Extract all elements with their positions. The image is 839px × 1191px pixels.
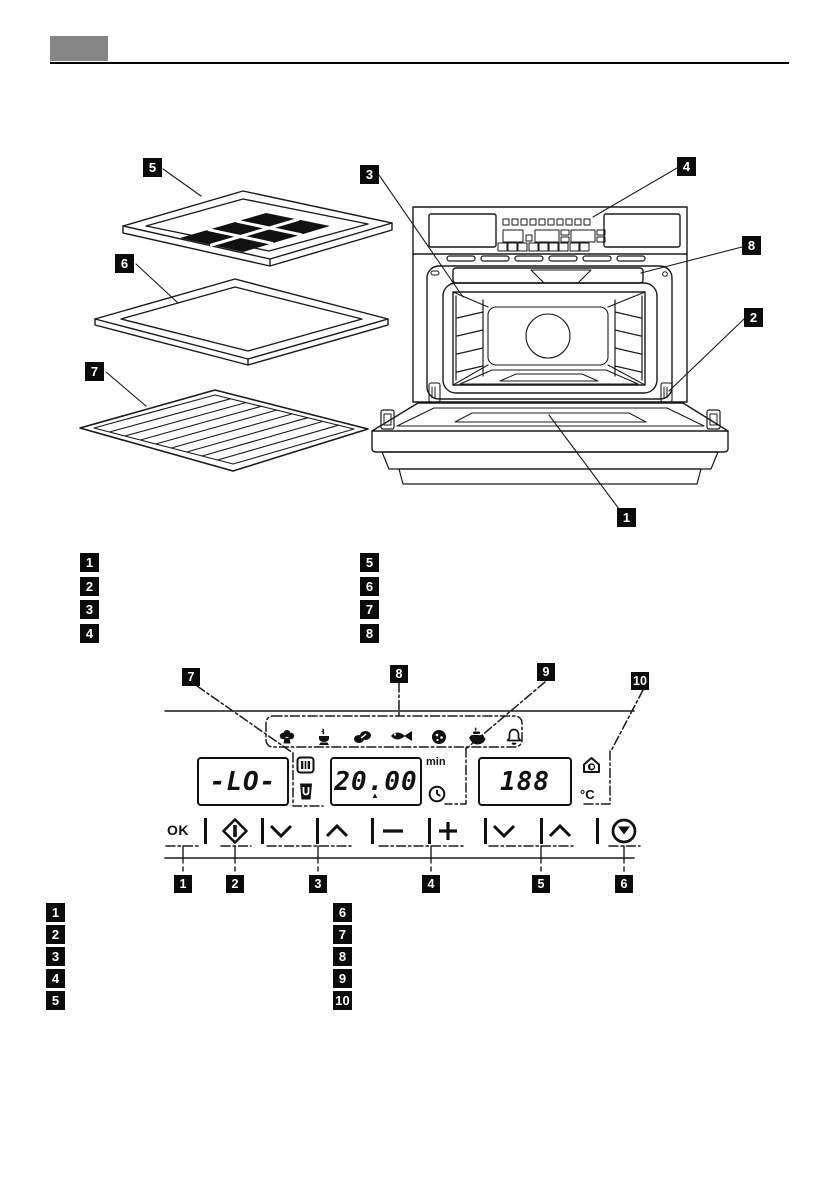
legend-item: 4 bbox=[46, 969, 65, 988]
callout-hinge: 2 bbox=[744, 308, 763, 327]
callout-cp-8: 8 bbox=[390, 665, 408, 683]
callout-grill-rack: 7 bbox=[85, 362, 104, 381]
celsius-label: °C bbox=[580, 787, 595, 802]
legend-item: 8 bbox=[333, 947, 352, 966]
oven-drawing bbox=[371, 206, 729, 485]
legend-item: 2 bbox=[46, 925, 65, 944]
glass-tray-drawing bbox=[94, 278, 389, 366]
legend-item: 7 bbox=[333, 925, 352, 944]
plus-icon bbox=[436, 819, 460, 843]
fish-icon bbox=[389, 728, 415, 744]
down-icon bbox=[491, 822, 517, 840]
legend-item: 3 bbox=[80, 600, 99, 619]
divider bbox=[371, 818, 374, 844]
pizza-icon bbox=[429, 727, 449, 747]
house-program-icon bbox=[582, 756, 601, 774]
bell-icon bbox=[503, 726, 525, 748]
legend-item: 6 bbox=[333, 903, 352, 922]
legend-item: 3 bbox=[46, 947, 65, 966]
divider bbox=[540, 818, 543, 844]
legend-item: 5 bbox=[360, 553, 379, 572]
legend-item: 2 bbox=[80, 576, 99, 596]
callout-cp-10: 10 bbox=[631, 672, 649, 690]
sauce-jug-icon bbox=[466, 726, 488, 748]
leader-lines bbox=[105, 167, 745, 510]
callout-btn-updown1: 3 bbox=[309, 875, 327, 893]
meat-icon bbox=[351, 727, 373, 747]
legend-item: 5 bbox=[46, 991, 65, 1010]
stop-button-icon bbox=[610, 817, 638, 845]
divider bbox=[316, 818, 319, 844]
divider bbox=[428, 818, 431, 844]
display-right: 188 bbox=[478, 757, 572, 806]
legend-item: 1 bbox=[46, 903, 65, 922]
grill-rack-icon bbox=[296, 756, 315, 774]
callout-btn-ok: 1 bbox=[174, 875, 192, 893]
divider bbox=[204, 818, 207, 844]
legend-item: 8 bbox=[360, 623, 379, 643]
min-label: min bbox=[426, 756, 446, 768]
callout-control-panel: 4 bbox=[677, 157, 696, 176]
legend-item: 1 bbox=[80, 553, 99, 572]
callout-btn-start: 2 bbox=[226, 875, 244, 893]
up-icon bbox=[547, 822, 573, 840]
divider bbox=[596, 818, 599, 844]
callout-grill-element: 8 bbox=[742, 236, 761, 255]
display-middle-marker: ▲ bbox=[371, 791, 379, 800]
callout-cp-7: 7 bbox=[182, 668, 200, 686]
legend-panel-right: 6 7 8 9 10 bbox=[333, 903, 352, 1010]
callout-shelf-rails: 3 bbox=[360, 165, 379, 184]
minus-icon bbox=[381, 827, 405, 835]
callout-btn-updown2: 5 bbox=[532, 875, 550, 893]
legend-item: 4 bbox=[80, 623, 99, 643]
legend-item: 6 bbox=[360, 576, 379, 596]
vegetables-icon bbox=[277, 727, 297, 747]
legend-oven-left: 1 2 3 4 bbox=[80, 553, 99, 643]
divider bbox=[484, 818, 487, 844]
legend-item: 10 bbox=[333, 991, 352, 1010]
plate-warming-icon bbox=[314, 727, 334, 747]
callout-btn-stop: 6 bbox=[615, 875, 633, 893]
legend-item: 7 bbox=[360, 600, 379, 619]
callout-crisp-plate: 5 bbox=[143, 158, 162, 177]
wire-rack-drawing bbox=[79, 389, 369, 472]
start-button-icon bbox=[220, 816, 250, 846]
up-icon bbox=[324, 822, 350, 840]
display-left: -LO- bbox=[197, 757, 289, 806]
display-middle: 20.00 bbox=[330, 757, 422, 806]
divider bbox=[261, 818, 264, 844]
section-tab bbox=[50, 36, 108, 61]
control-panel-lines bbox=[164, 681, 644, 875]
legend-item: 9 bbox=[333, 969, 352, 988]
callout-btn-minusplus: 4 bbox=[422, 875, 440, 893]
callout-door: 1 bbox=[617, 508, 636, 527]
legend-panel-left: 1 2 3 4 5 bbox=[46, 903, 65, 1010]
clock-icon bbox=[428, 785, 446, 803]
cup-icon bbox=[298, 782, 314, 801]
header-rule bbox=[50, 62, 789, 64]
ok-button: OK bbox=[167, 822, 189, 838]
legend-oven-right: 5 6 7 8 bbox=[360, 553, 379, 643]
callout-cp-9: 9 bbox=[537, 663, 555, 681]
callout-glass-tray: 6 bbox=[115, 254, 134, 273]
down-icon bbox=[268, 822, 294, 840]
crisp-tray-drawing bbox=[122, 190, 393, 267]
